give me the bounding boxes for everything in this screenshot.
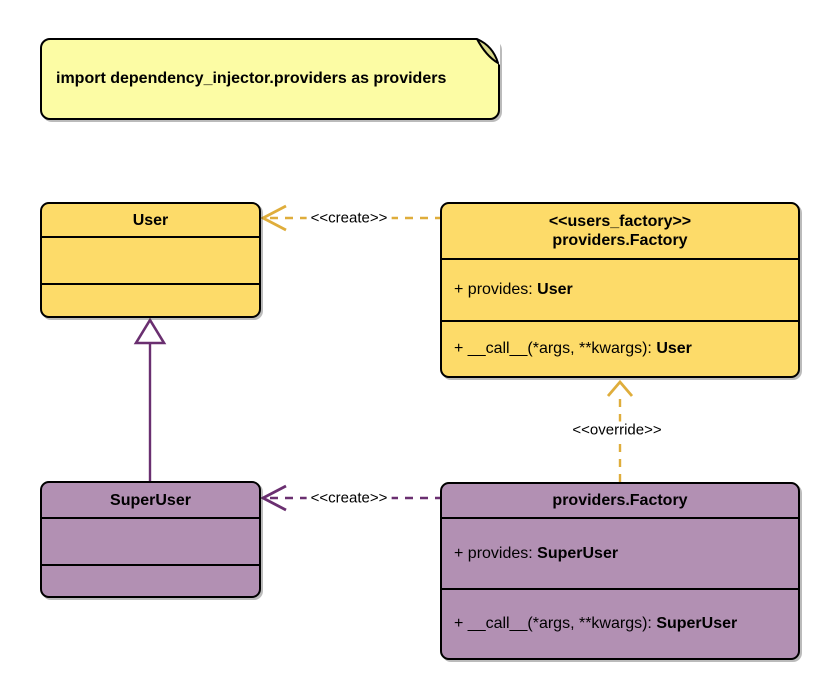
class-user: User bbox=[40, 202, 261, 318]
member-call: + __call__(*args, **kwargs): User bbox=[442, 322, 798, 376]
class-super-users-factory-name: providers.Factory bbox=[552, 492, 688, 509]
member-call-type: SuperUser bbox=[656, 615, 738, 632]
edge-inheritance bbox=[133, 317, 167, 481]
class-super-user-methods-compartment bbox=[42, 566, 259, 596]
class-users-factory-title: <<users_factory>> providers.Factory bbox=[442, 204, 798, 260]
edge-label-create-user: <<create>> bbox=[306, 209, 392, 227]
class-users-factory-stereotype: <<users_factory>> bbox=[548, 213, 692, 230]
member-provides-type: SuperUser bbox=[537, 544, 619, 562]
class-user-name: User bbox=[132, 211, 169, 229]
class-super-users-factory: providers.Factory + provides: SuperUser … bbox=[440, 482, 800, 660]
class-super-users-factory-title: providers.Factory bbox=[442, 484, 798, 519]
class-super-user-name: SuperUser bbox=[110, 491, 191, 509]
member-provides-type: User bbox=[537, 281, 573, 298]
create-super-user-arrowhead-icon bbox=[259, 484, 287, 512]
member-call-prefix: + __call__(*args, **kwargs): bbox=[454, 615, 657, 632]
member-call-type: User bbox=[656, 340, 692, 357]
create-user-arrowhead-icon bbox=[259, 204, 287, 232]
class-super-user: SuperUser bbox=[40, 481, 261, 598]
member-call-prefix: + __call__(*args, **kwargs): bbox=[454, 340, 657, 357]
edge-label-override: <<override>> bbox=[568, 421, 666, 439]
class-users-factory-methods-compartment: + __call__(*args, **kwargs): User bbox=[442, 322, 798, 376]
class-user-fields-compartment bbox=[42, 238, 259, 285]
inheritance-triangle-icon bbox=[133, 317, 167, 345]
class-super-users-factory-methods-compartment: + __call__(*args, **kwargs): SuperUser bbox=[442, 590, 798, 658]
class-super-users-factory-fields-compartment: + provides: SuperUser bbox=[442, 519, 798, 590]
edge-label-create-super-user: <<create>> bbox=[306, 489, 392, 507]
class-users-factory-name: providers.Factory bbox=[552, 232, 688, 249]
member-provides-prefix: + provides: bbox=[454, 281, 538, 298]
import-note-text: import dependency_injector.providers as … bbox=[56, 70, 447, 87]
class-user-title: User bbox=[42, 204, 259, 238]
member-provides-prefix: + provides: bbox=[454, 544, 538, 562]
import-note: import dependency_injector.providers as … bbox=[40, 38, 500, 120]
class-super-user-title: SuperUser bbox=[42, 483, 259, 519]
member-call: + __call__(*args, **kwargs): SuperUser bbox=[442, 590, 798, 658]
member-provides: + provides: User bbox=[442, 260, 798, 320]
class-user-methods-compartment bbox=[42, 285, 259, 316]
note-fold-icon bbox=[476, 38, 500, 65]
class-super-user-fields-compartment bbox=[42, 519, 259, 566]
member-provides: + provides: SuperUser bbox=[442, 519, 798, 588]
override-arrowhead-icon bbox=[606, 379, 634, 397]
class-users-factory-fields-compartment: + provides: User bbox=[442, 260, 798, 322]
class-users-factory: <<users_factory>> providers.Factory + pr… bbox=[440, 202, 800, 378]
